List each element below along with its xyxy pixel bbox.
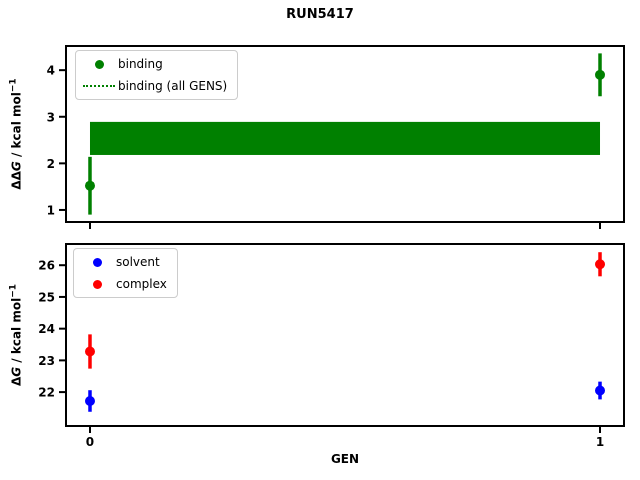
- y-tick-label: 3: [47, 110, 55, 124]
- legend-marker-cell: [78, 257, 116, 267]
- legend-label: binding: [118, 57, 163, 71]
- legend-entry-solvent: solvent: [78, 252, 167, 272]
- units-exponent: −1: [8, 78, 19, 93]
- x-tick-label: 1: [596, 435, 604, 449]
- y-tick-label: 25: [38, 290, 55, 304]
- complex-point: [84, 346, 95, 357]
- complex-point: [595, 259, 606, 270]
- bottom-y-axis-label: ΔG / kcal mol−1: [9, 284, 24, 386]
- solvent-point: [595, 385, 606, 396]
- free-energy-plot-panel: 22 23 24 25 26 0 1: [38, 243, 625, 449]
- legend-label: binding (all GENS): [118, 79, 228, 93]
- legend-marker-cell: [78, 279, 116, 289]
- x-axis-label: GEN: [330, 452, 360, 466]
- delta-symbols: ΔΔ: [9, 171, 24, 190]
- units-text: / kcal mol: [9, 297, 24, 367]
- y-tick-label: 23: [38, 354, 55, 368]
- green-dot-icon: [94, 59, 104, 69]
- binding-legend: binding binding (all GENS): [75, 50, 239, 100]
- y-tick-label: 4: [47, 64, 55, 78]
- units-exponent: −1: [8, 283, 19, 298]
- legend-entry-complex: complex: [78, 274, 167, 294]
- figure-title: RUN5417: [286, 7, 354, 22]
- solvent-point: [84, 395, 95, 406]
- y-tick-label: 22: [38, 386, 55, 400]
- free-energy-legend: solvent complex: [73, 248, 178, 298]
- y-tick-label: 26: [38, 259, 55, 273]
- legend-marker-cell: [80, 59, 118, 69]
- legend-marker-cell: [80, 85, 118, 87]
- g-symbol: G: [9, 366, 24, 377]
- binding-plot-panel: 1 2 3 4: [47, 45, 625, 229]
- top-y-axis-label: ΔΔG / kcal mol−1: [9, 78, 24, 189]
- legend-label: complex: [116, 277, 167, 291]
- binding-point: [84, 180, 95, 191]
- binding-point: [595, 69, 606, 80]
- units-text: / kcal mol: [9, 92, 24, 162]
- g-symbol: G: [9, 161, 24, 172]
- y-tick-label: 24: [38, 322, 55, 336]
- binding-all-gens-band: [89, 121, 601, 155]
- axes-spines: [65, 45, 625, 223]
- y-tick-label: 2: [47, 157, 55, 171]
- legend-entry-binding-all-gens: binding (all GENS): [80, 76, 227, 96]
- x-tick-label: 0: [86, 435, 94, 449]
- axes-spines: [65, 243, 625, 427]
- delta-symbol: Δ: [9, 376, 24, 387]
- blue-dot-icon: [92, 257, 102, 267]
- y-tick-label: 1: [47, 203, 55, 217]
- green-dotted-line-icon: [83, 85, 115, 87]
- red-dot-icon: [92, 279, 102, 289]
- legend-label: solvent: [116, 255, 160, 269]
- legend-entry-binding: binding: [80, 54, 227, 74]
